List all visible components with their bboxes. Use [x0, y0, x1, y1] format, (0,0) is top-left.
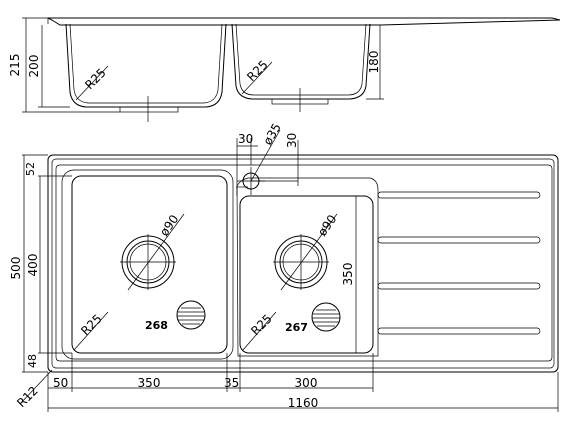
- side-rim: [47, 17, 561, 26]
- dim-bowl-depth: 400: [26, 254, 40, 277]
- dim-side-right-radius: R25: [244, 58, 271, 85]
- drainer-groove: [377, 282, 541, 290]
- dim-corner-radius: R12: [14, 384, 41, 411]
- dim-side-left-depth: 200: [27, 55, 41, 78]
- dim-bottom-offset: 48: [26, 354, 39, 368]
- plan-view: [19, 129, 559, 412]
- dim-tap-offset-y: 30: [285, 133, 299, 148]
- dim-tap-offset-x: 30: [238, 132, 253, 146]
- dim-right-bowl-width: 300: [295, 376, 318, 390]
- dim-top-offset: 52: [24, 162, 37, 176]
- dim-side-total-height: 215: [8, 54, 22, 77]
- dim-bowl-gap: 35: [224, 376, 239, 390]
- left-overflow-grille: [176, 300, 206, 330]
- left-bowl: [71, 175, 228, 354]
- dim-overall-depth: 500: [9, 257, 23, 280]
- dim-tap-diameter: ø35: [260, 121, 283, 148]
- sink-outline: [47, 154, 559, 373]
- right-drain: [273, 213, 338, 291]
- right-overflow-grille: [311, 302, 341, 332]
- left-bowl-number: 268: [145, 319, 168, 332]
- dim-right-bowl-depth: 350: [341, 263, 355, 286]
- drainer-groove: [377, 191, 541, 199]
- dim-left-margin: 50: [53, 376, 68, 390]
- side-left-bowl: [65, 23, 227, 108]
- right-bowl-number: 267: [285, 321, 308, 334]
- dim-side-right-depth: 180: [367, 51, 381, 74]
- drainer-groove: [377, 327, 541, 335]
- drainer-grooves: [377, 191, 541, 335]
- dim-left-bowl-width: 350: [138, 376, 161, 390]
- dim-left-bowl-radius: R25: [78, 312, 105, 339]
- dim-left-drain-diameter: ø90: [157, 212, 181, 239]
- side-elevation-view: 215 200 180 R25 R25: [8, 17, 561, 122]
- left-drain: [120, 213, 185, 291]
- dim-overall-width: 1160: [288, 396, 319, 410]
- right-bowl: [239, 195, 374, 354]
- side-right-bowl: [231, 23, 371, 100]
- plan-dimension-labels: 30 30 ø35 52 500 400 350 48 ø90 ø90 R25 …: [9, 121, 355, 410]
- dim-right-bowl-radius: R25: [248, 312, 275, 339]
- drainer-groove: [377, 236, 541, 244]
- side-left-waste: [119, 106, 179, 113]
